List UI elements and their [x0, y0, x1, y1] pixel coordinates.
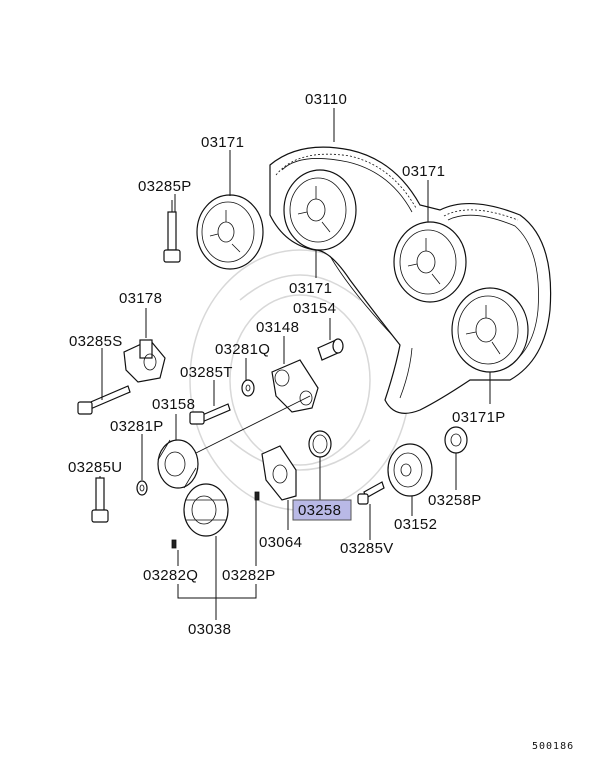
- label-03281p: 03281P: [110, 418, 164, 435]
- label-03281q: 03281Q: [215, 341, 270, 358]
- bolt-03285p: [163, 200, 181, 263]
- pulley-03152: [387, 443, 433, 497]
- reference-number: 500186: [532, 741, 574, 752]
- label-03285p: 03285P: [138, 178, 192, 195]
- bolt-03285v: [357, 481, 385, 505]
- label-03158: 03158: [152, 396, 195, 413]
- washer-03281p: [136, 480, 148, 496]
- label-03152: 03152: [394, 516, 437, 533]
- label-03171-left: 03171: [201, 134, 244, 151]
- label-03154: 03154: [293, 300, 336, 317]
- highlight-box: [292, 499, 352, 521]
- bolt-03285u: [91, 477, 109, 523]
- label-03285s: 03285S: [69, 333, 123, 350]
- label-03171-right: 03171: [402, 163, 445, 180]
- tensioner-03178: [123, 339, 166, 383]
- ring-03258: [308, 430, 332, 458]
- label-03258p: 03258P: [428, 492, 482, 509]
- bushing-03258p: [444, 426, 468, 454]
- leader-lines: [99, 108, 491, 620]
- label-03285t: 03285T: [180, 364, 233, 381]
- idler-pulley-03158: [157, 395, 311, 489]
- label-03258: 03258: [298, 502, 341, 519]
- label-03171-center: 03171: [289, 280, 332, 297]
- label-03285v: 03285V: [340, 540, 394, 557]
- label-03171p: 03171P: [452, 409, 506, 426]
- label-03282p: 03282P: [222, 567, 276, 584]
- part-labels: 03110 03171 03285P 03171 03171 03178 031…: [68, 91, 574, 752]
- key-03282q: [171, 539, 177, 549]
- label-03285u: 03285U: [68, 459, 122, 476]
- label-03148: 03148: [256, 319, 299, 336]
- bracket-03064: [261, 445, 297, 501]
- camshaft-sprocket-center: [283, 169, 357, 251]
- label-03038: 03038: [188, 621, 231, 638]
- pulley-arm-03148: [271, 359, 319, 413]
- label-03064: 03064: [259, 534, 302, 551]
- crank-sprocket-03038: [183, 483, 229, 537]
- label-03178: 03178: [119, 290, 162, 307]
- camshaft-sprocket-left: [196, 194, 264, 270]
- label-03282q: 03282Q: [143, 567, 198, 584]
- spacer-03154: [317, 338, 344, 361]
- bolt-03285s: [77, 385, 131, 415]
- camshaft-sprocket-rear: [451, 287, 529, 373]
- key-03282p: [254, 491, 260, 501]
- bolt-03285t: [189, 403, 231, 425]
- camshaft-sprocket-right: [393, 221, 467, 303]
- label-03110: 03110: [305, 91, 347, 108]
- washer-03281q: [241, 379, 255, 397]
